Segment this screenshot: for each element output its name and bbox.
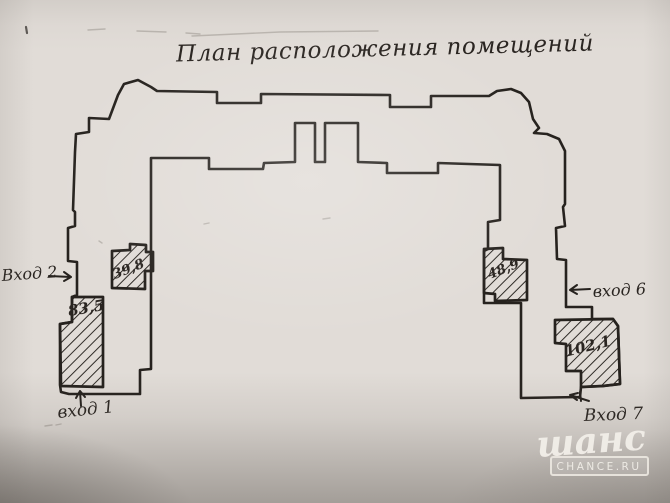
watermark-site-badge [550,456,649,476]
pen-specks [44,217,331,427]
entrance-6-arrow [569,284,591,295]
entrance-1-arrow [75,390,86,407]
entrance-2-label: Вход 2 [0,262,58,285]
paper-smudge [87,28,201,35]
paper-marks [24,25,379,427]
room-102-1-shape [553,317,622,389]
watermark-site-label: CHANCE.RU [556,461,641,473]
entrance-7-arrow [569,391,590,402]
entrance-2-arrow [48,271,72,282]
room-39-8-shape [110,242,155,291]
room-83-5-shape [58,295,105,389]
room-48-9-shape [482,246,529,303]
paper-speck [24,25,29,35]
paper-crease [191,30,379,37]
entrance-6-label: вход 6 [592,279,646,301]
entrance-7-label: Вход 7 [582,404,643,426]
